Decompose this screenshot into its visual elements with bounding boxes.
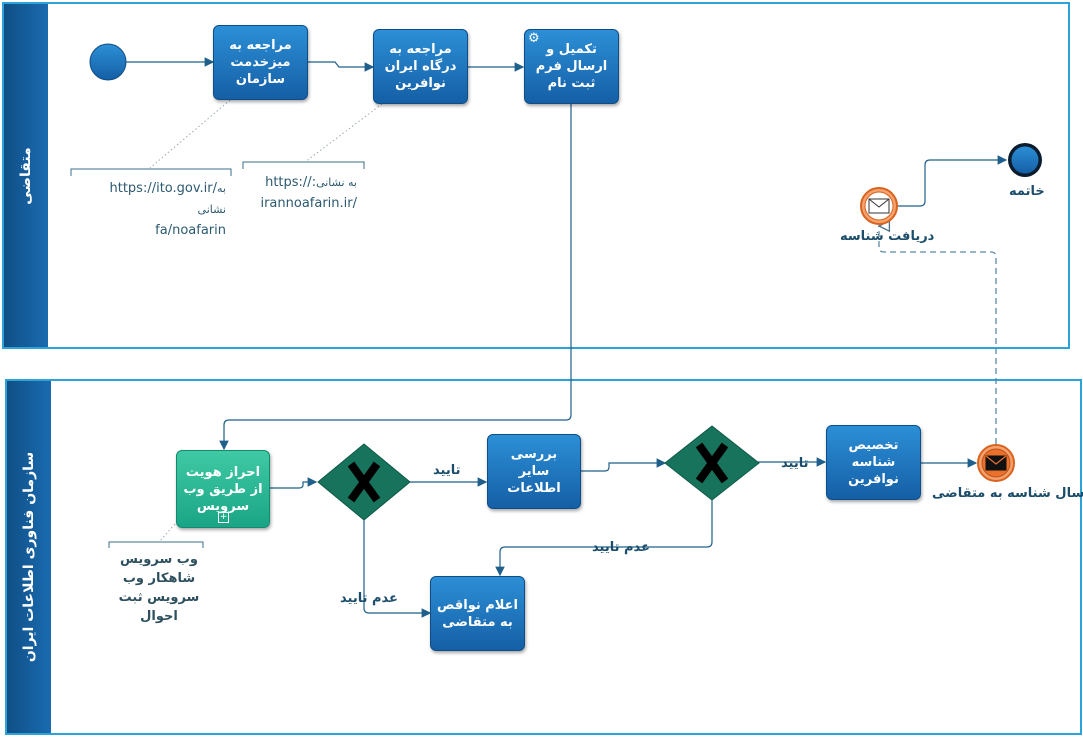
gateway-identity xyxy=(317,443,411,521)
receive-event-label: دریافت شناسه xyxy=(840,229,935,244)
receive-message-event xyxy=(860,187,898,225)
lane-applicant-header: متقاضی xyxy=(4,4,48,347)
end-event xyxy=(1008,143,1042,177)
annotation-office-url: https://ito.gov.ir/به نشانی fa/noafarin xyxy=(78,178,227,241)
envelope-icon xyxy=(985,455,1007,471)
office-prefix: به نشانی xyxy=(197,182,226,216)
gateway-review xyxy=(664,425,760,501)
task-visit-portal[interactable]: مراجعه به درگاه ایران نوافرین xyxy=(373,29,468,104)
send-event-label: ارسال شناسه به متقاضی xyxy=(932,486,1083,501)
office-url-2: fa/noafarin xyxy=(155,223,226,238)
task-review-info[interactable]: بررسی سایر اطلاعات xyxy=(487,434,581,509)
gear-icon: ⚙ xyxy=(528,31,540,46)
task-assign-id[interactable]: تخصیص شناسه نوافرین xyxy=(826,425,921,500)
task-announce-defects[interactable]: اعلام نواقص به متقاضی xyxy=(430,576,525,651)
task-fill-form[interactable]: تکمیل و ارسال فرم ثبت نام xyxy=(524,29,619,104)
start-event xyxy=(89,43,127,81)
office-url-1: https://ito.gov.ir/ xyxy=(109,181,218,196)
task-visit-office[interactable]: مراجعه به میزخدمت سازمان xyxy=(213,25,308,100)
lane-organization-header: سازمان فناوری اطلاعات ایران xyxy=(7,381,51,733)
flow-label-reject-2: عدم تایید xyxy=(592,540,650,555)
portal-url-1: https://: xyxy=(265,175,317,190)
portal-url-2: irannoafarin.ir/ xyxy=(260,196,357,211)
service-task-icon: + xyxy=(218,512,229,523)
end-event-label: خاتمه xyxy=(1009,184,1045,199)
envelope-icon xyxy=(868,198,890,214)
send-message-event xyxy=(977,444,1015,482)
flow-label-approve-2: تایید xyxy=(781,456,809,471)
flow-label-reject-1: عدم تایید xyxy=(340,591,398,606)
annotation-portal-url: https://:به نشانی irannoafarin.ir/ xyxy=(250,172,357,214)
flow-label-approve-1: تایید xyxy=(433,463,461,478)
task-identity-check[interactable]: احراز هویت از طریق وب سرویس xyxy=(176,450,270,528)
portal-prefix: به نشانی xyxy=(316,176,357,189)
annotation-webservices: وب سرویس شاهکار وب سرویس ثبت احوال xyxy=(118,552,200,624)
